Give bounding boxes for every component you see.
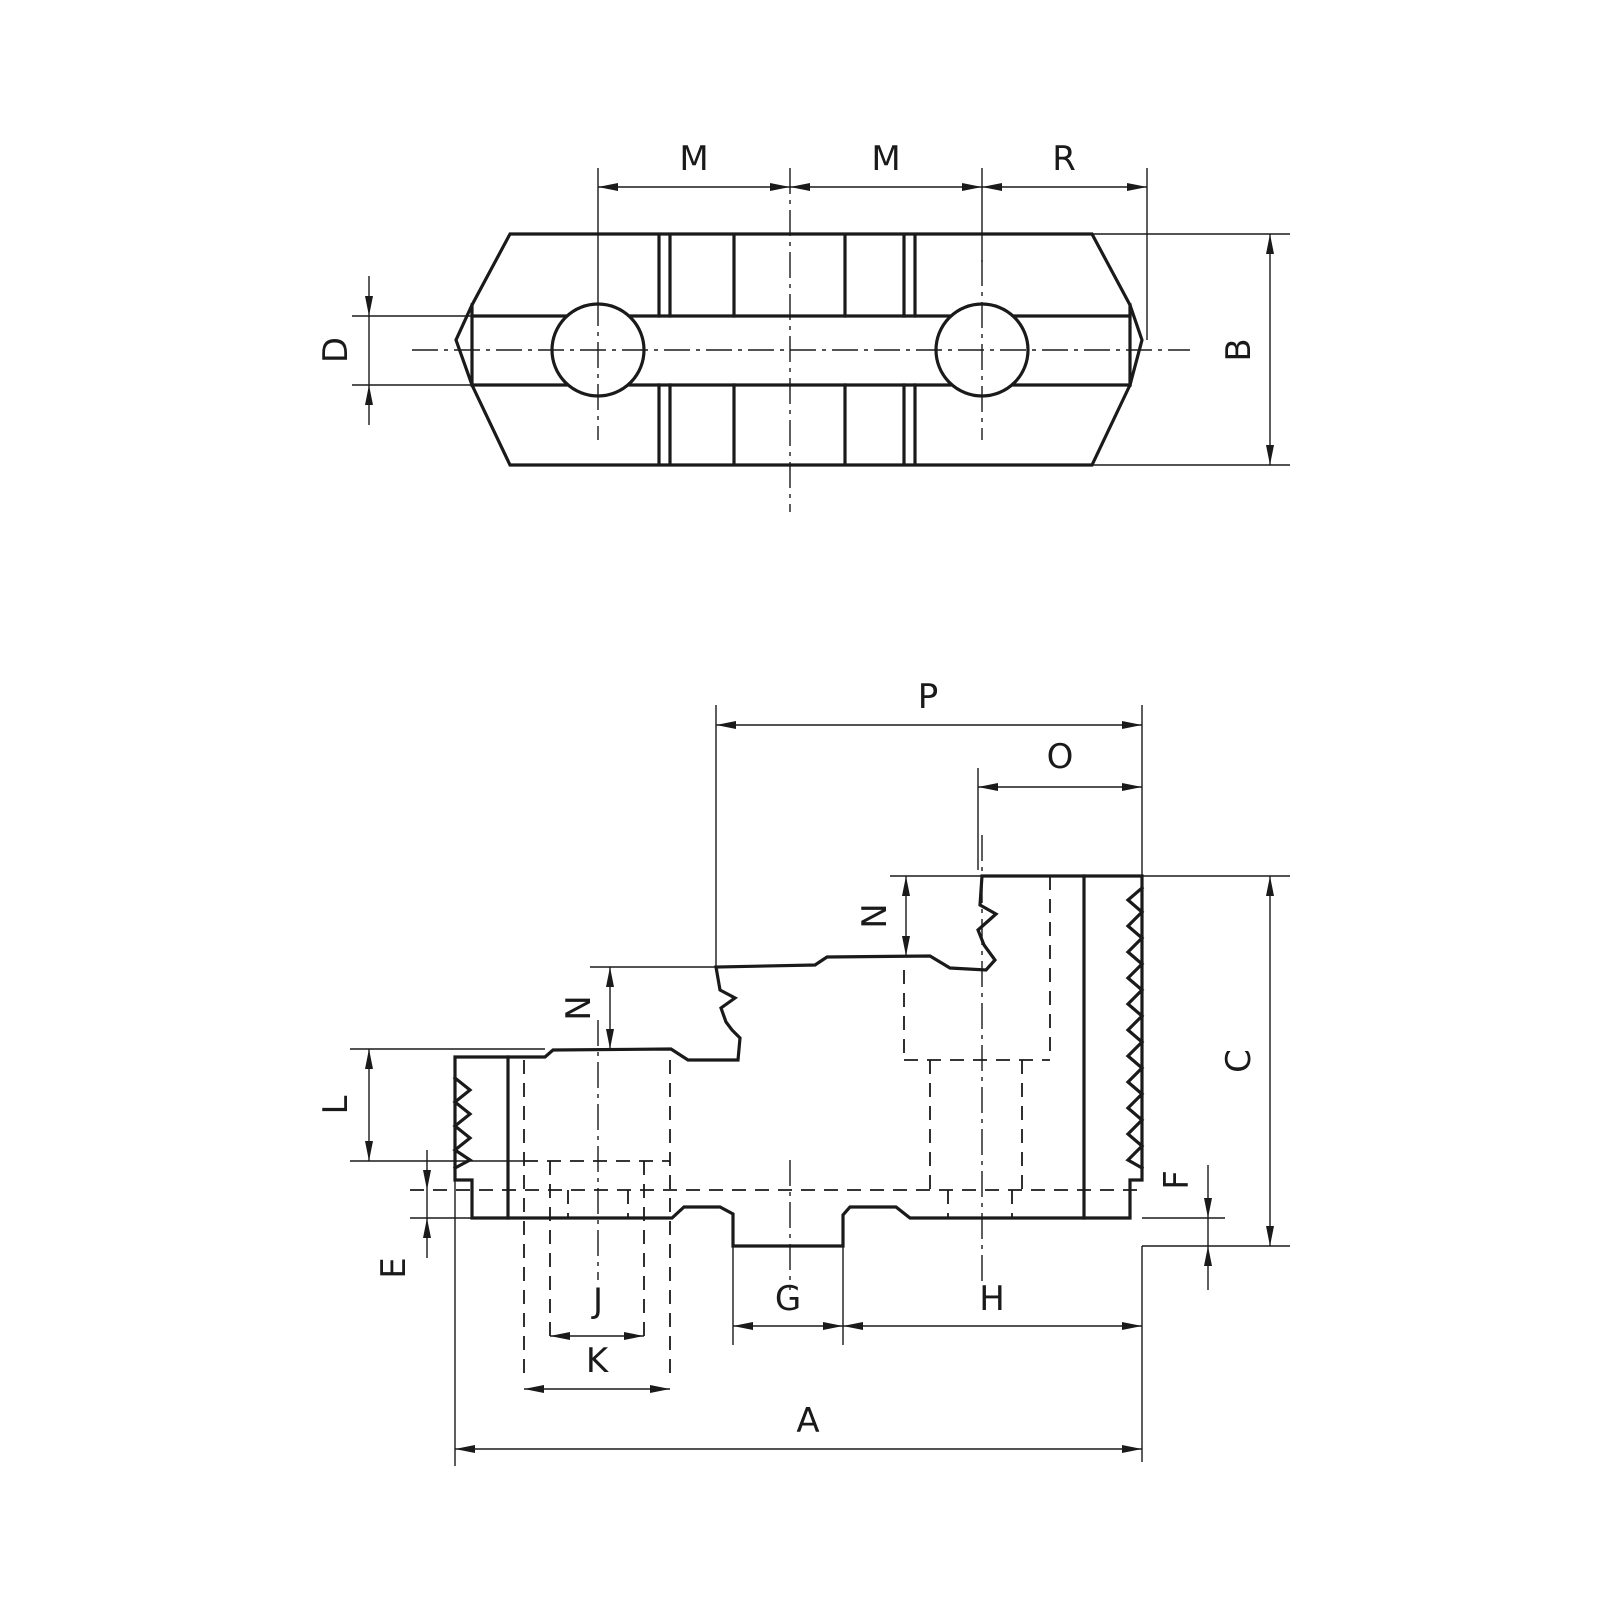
label-n-left: N bbox=[559, 995, 599, 1020]
side-view: P O N N C L E F bbox=[316, 677, 1290, 1466]
right-serration-teeth bbox=[1125, 885, 1145, 1171]
label-f: F bbox=[1157, 1170, 1197, 1190]
label-e: E bbox=[374, 1257, 414, 1278]
label-c: C bbox=[1219, 1049, 1259, 1073]
label-h: H bbox=[979, 1279, 1005, 1319]
label-g: G bbox=[775, 1279, 801, 1319]
label-j: J bbox=[591, 1281, 603, 1321]
side-view-outline bbox=[453, 874, 1144, 1248]
left-serration-teeth bbox=[452, 1075, 474, 1171]
left-hidden-pocket bbox=[523, 1060, 671, 1380]
label-p: P bbox=[918, 677, 939, 717]
label-a: A bbox=[796, 1401, 819, 1441]
serration-lines-lower bbox=[657, 383, 917, 465]
label-r: R bbox=[1052, 139, 1076, 179]
top-view: M M R D B bbox=[316, 139, 1290, 512]
label-m-left: M bbox=[679, 139, 708, 179]
label-d: D bbox=[316, 337, 356, 363]
label-k: K bbox=[586, 1341, 610, 1381]
serration-lines-upper bbox=[657, 234, 917, 318]
label-n-right: N bbox=[855, 903, 895, 928]
label-o: O bbox=[1047, 737, 1074, 777]
label-l: L bbox=[316, 1095, 356, 1114]
label-b: B bbox=[1219, 338, 1259, 361]
label-m-right: M bbox=[871, 139, 900, 179]
right-hidden-pocket bbox=[903, 876, 1051, 1218]
